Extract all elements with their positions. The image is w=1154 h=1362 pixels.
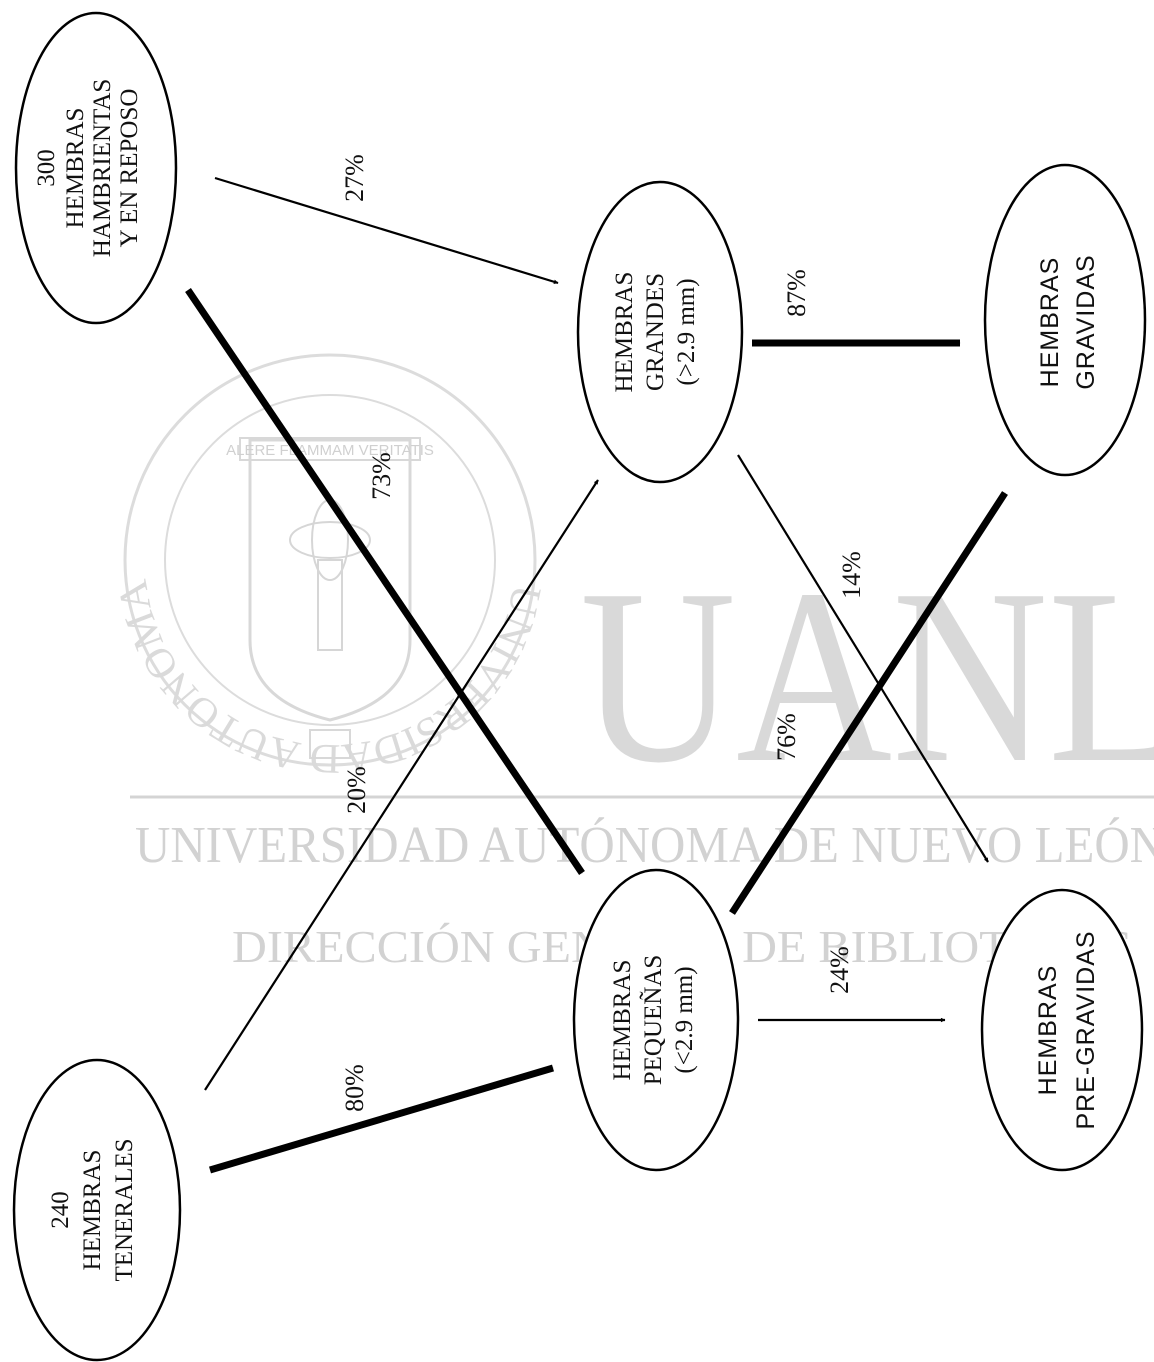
label-20: 20% (342, 766, 371, 814)
node-hembras-tenerales: 240 HEMBRAS TENERALES (12, 1058, 182, 1362)
seal-shield (248, 438, 412, 722)
node-line: HEMBRAS (1034, 965, 1062, 1096)
edges (185, 176, 1008, 1174)
node-line: GRANDES (642, 273, 669, 391)
watermark-big-text: UANL (580, 538, 1154, 815)
node-line: HEMBRAS (1036, 257, 1064, 388)
node-line: TENERALES (111, 1138, 138, 1281)
edge-labels: 27% 73% 20% 80% 87% 14% 76% 24% (340, 154, 866, 1112)
seal-banner (239, 437, 421, 461)
node-line: HEMBRAS (62, 108, 89, 229)
node-line: GRAVIDAS (1072, 254, 1100, 389)
node-hembras-pregravidas: HEMBRAS PRE-GRAVIDAS (980, 888, 1144, 1172)
nodes: 300 HEMBRAS HAMBRIENTAS Y EN REPOSO 240 … (12, 11, 1147, 1362)
label-80: 80% (340, 1064, 369, 1112)
node-line: (>2.9 mm) (673, 278, 700, 385)
node-hembras-gravidas: HEMBRAS GRAVIDAS (983, 163, 1147, 477)
node-line: HEMBRAS (79, 1150, 106, 1271)
edge-hambrientas-grandes (214, 176, 559, 285)
label-14: 14% (837, 551, 866, 599)
edge-grandes-pregravidas (737, 454, 989, 863)
label-73: 73% (367, 452, 396, 500)
node-hembras-grandes: HEMBRAS GRANDES (>2.9 mm) (576, 180, 744, 484)
seal-torch (317, 559, 343, 651)
node-line: HEMBRAS (609, 960, 636, 1081)
node-line: PEQUEÑAS (639, 955, 667, 1086)
label-87: 87% (782, 269, 811, 317)
node-line: Y EN REPOSO (116, 89, 143, 248)
node-line: HEMBRAS (611, 272, 638, 393)
node-line: HAMBRIENTAS (89, 79, 116, 258)
label-76: 76% (772, 713, 801, 761)
edge-tenerales-pequenas (209, 1064, 554, 1174)
node-line: (<2.9 mm) (671, 966, 698, 1073)
watermark-university-name: UNIVERSIDAD AUTÓNOMA DE NUEVO LEÓN (135, 816, 1154, 874)
node-line: 240 (47, 1191, 74, 1229)
edge-pequenas-gravidas (729, 491, 1008, 915)
seal-motto: ALERE FLAMMAM VERITATIS (226, 442, 434, 459)
label-27: 27% (340, 154, 369, 202)
edge-tenerales-grandes (204, 479, 599, 1091)
node-hembras-hambrientas: 300 HEMBRAS HAMBRIENTAS Y EN REPOSO (14, 11, 178, 325)
label-24: 24% (825, 946, 854, 994)
node-line: 300 (33, 149, 60, 187)
node-line: PRE-GRAVIDAS (1072, 930, 1100, 1129)
edge-hambrientas-pequenas (185, 288, 585, 875)
node-hembras-pequenas: HEMBRAS PEQUEÑAS (<2.9 mm) (572, 868, 740, 1172)
